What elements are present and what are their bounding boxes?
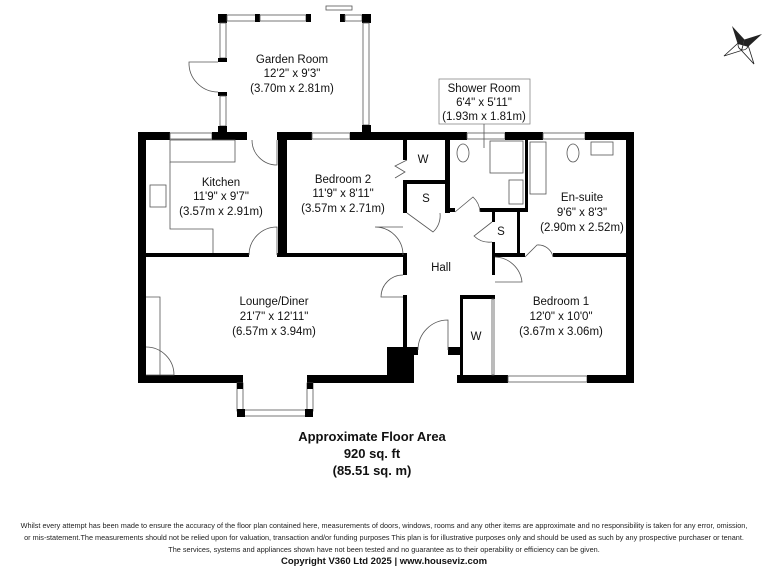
- wardrobe-label-bedroom-1: W: [471, 331, 482, 343]
- svg-text:12'2" x 9'3": 12'2" x 9'3": [264, 68, 321, 80]
- room-label-hall: Hall: [431, 262, 451, 274]
- svg-text:920 sq. ft: 920 sq. ft: [344, 446, 401, 461]
- svg-text:(85.51 sq. m): (85.51 sq. m): [333, 463, 412, 478]
- room-label-kitchen: Kitchen 11'9" x 9'7" (3.57m x 2.91m): [179, 177, 263, 218]
- room-label-shower-room: Shower Room 6'4" x 5'11" (1.93m x 1.81m): [438, 78, 531, 148]
- room-label-en-suite: En-suite 9'6" x 8'3" (2.90m x 2.52m): [540, 192, 624, 234]
- disclaimer-line-3: The services, systems and appliances sho…: [168, 545, 600, 554]
- disclaimer-line-1: Whilst every attempt has been made to en…: [20, 521, 748, 530]
- room-label-lounge-diner: Lounge/Diner 21'7" x 12'11" (6.57m x 3.9…: [232, 296, 316, 338]
- svg-text:6'4" x 5'11": 6'4" x 5'11": [456, 97, 512, 109]
- room-label-bedroom-1: Bedroom 1 12'0" x 10'0" (3.67m x 3.06m): [519, 296, 603, 338]
- svg-text:21'7" x 12'11": 21'7" x 12'11": [240, 311, 309, 323]
- svg-text:9'6" x 8'3": 9'6" x 8'3": [557, 207, 607, 219]
- svg-text:(3.57m x 2.91m): (3.57m x 2.91m): [179, 206, 263, 218]
- garden-room-walls: [188, 5, 371, 134]
- svg-text:Bedroom 1: Bedroom 1: [533, 296, 589, 308]
- svg-text:Lounge/Diner: Lounge/Diner: [239, 296, 308, 308]
- store-label-bedroom-2: S: [422, 193, 430, 205]
- copyright: Copyright V360 Ltd 2025 | www.houseviz.c…: [280, 556, 488, 567]
- svg-text:En-suite: En-suite: [561, 192, 603, 204]
- interior-walls: [146, 139, 634, 383]
- svg-text:Kitchen: Kitchen: [202, 177, 240, 189]
- wardrobe-label-bedroom-2: W: [418, 154, 429, 166]
- svg-text:Approximate Floor Area: Approximate Floor Area: [298, 429, 446, 444]
- svg-text:11'9" x 9'7": 11'9" x 9'7": [193, 191, 249, 203]
- svg-text:(1.93m x 1.81m): (1.93m x 1.81m): [442, 111, 526, 123]
- store-label-hall: S: [497, 226, 505, 238]
- svg-text:(2.90m x 2.52m): (2.90m x 2.52m): [540, 222, 624, 234]
- disclaimer-line-2: or mis-statement.The measurements should…: [24, 533, 744, 542]
- svg-text:Garden Room: Garden Room: [256, 54, 328, 66]
- compass-icon: [723, 25, 763, 65]
- svg-text:(6.57m x 3.94m): (6.57m x 3.94m): [232, 326, 316, 338]
- svg-text:(3.70m x 2.81m): (3.70m x 2.81m): [250, 83, 334, 95]
- room-label-garden-room: Garden Room 12'2" x 9'3" (3.70m x 2.81m): [250, 54, 334, 95]
- outer-walls: [138, 132, 634, 417]
- svg-text:Shower Room: Shower Room: [448, 83, 521, 95]
- floor-area: Approximate Floor Area 920 sq. ft (85.51…: [298, 429, 446, 478]
- svg-text:Bedroom 2: Bedroom 2: [315, 174, 371, 186]
- svg-text:(3.57m x 2.71m): (3.57m x 2.71m): [301, 203, 385, 215]
- room-label-bedroom-2: Bedroom 2 11'9" x 8'11" (3.57m x 2.71m): [301, 174, 385, 215]
- svg-text:12'0" x 10'0": 12'0" x 10'0": [529, 311, 592, 323]
- door-swings: [145, 139, 614, 376]
- svg-text:(3.67m x 3.06m): (3.67m x 3.06m): [519, 326, 603, 338]
- svg-text:11'9" x 8'11": 11'9" x 8'11": [312, 188, 373, 200]
